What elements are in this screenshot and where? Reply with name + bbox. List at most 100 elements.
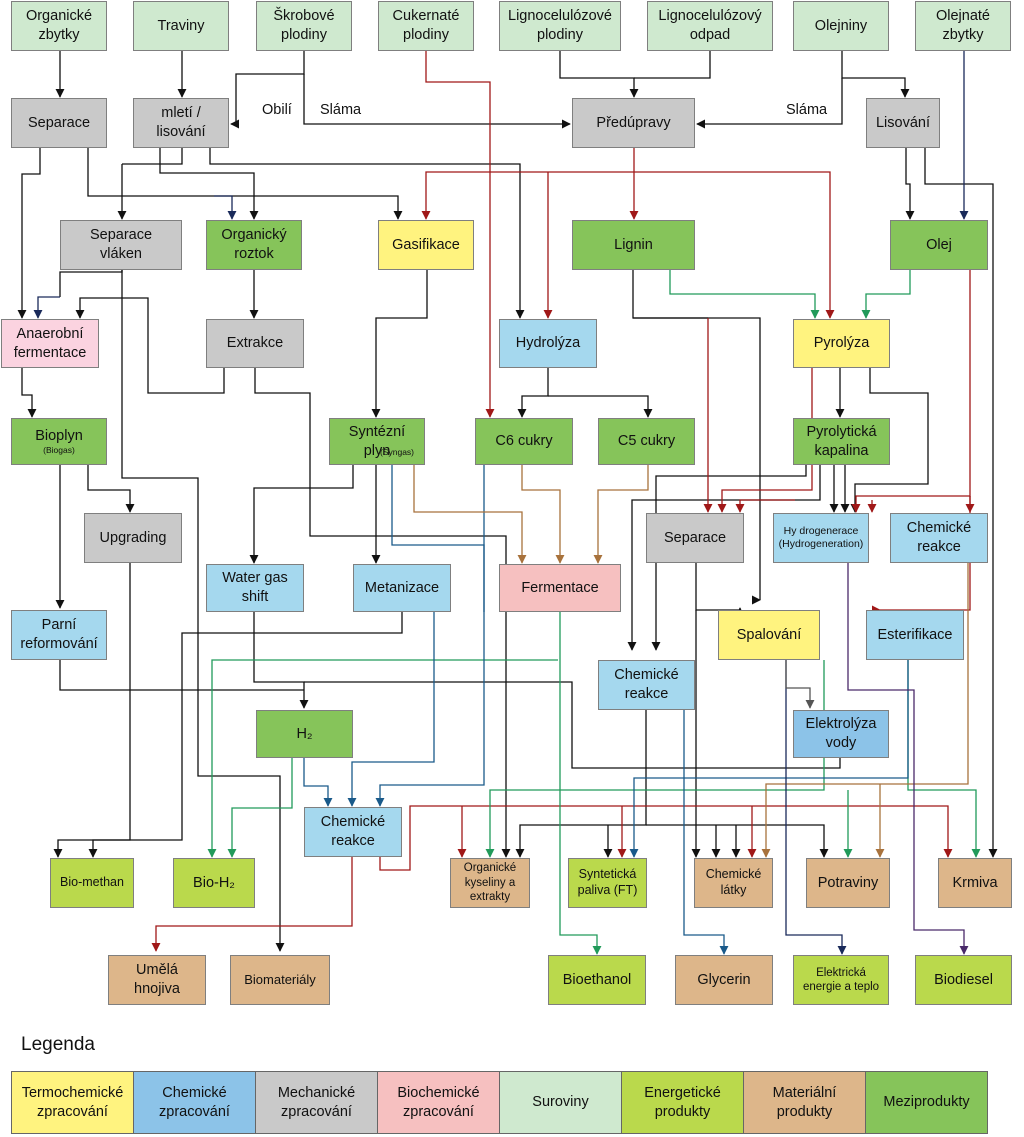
legend-item-biochemicke: Biochemické zpracování [378, 1072, 500, 1133]
edge [785, 660, 847, 955]
node-label: Biomateriály [244, 971, 316, 987]
node-label: Extrakce [226, 335, 284, 352]
node-olejniny: Olejniny [793, 1, 889, 51]
node-esterifikace: Esterifikace [866, 610, 964, 660]
node-label: Elektrolýza vody [805, 716, 877, 751]
node-organicke-kyseliny: Organické kyseliny a extrakty [450, 858, 530, 908]
node-upgrading: Upgrading [84, 513, 182, 563]
edge [87, 465, 135, 513]
edge [761, 563, 969, 858]
node-h2: H₂ [256, 710, 353, 758]
node-chemicke-reakce-1: Chemické reakce [890, 513, 988, 563]
edge [907, 660, 981, 858]
edge [413, 465, 527, 564]
node-label: Hydrolýza [515, 335, 581, 352]
node-synteticka-paliva: Syntetická paliva (FT) [568, 858, 647, 908]
edge [924, 148, 998, 858]
legend: Termochemické zpracování Chemické zpraco… [11, 1071, 988, 1134]
node-cukernate-plodiny: Cukernaté plodiny [378, 1, 474, 51]
edge [214, 195, 237, 220]
edge [634, 51, 711, 79]
edge-label-obili: Obilí [262, 102, 292, 118]
node-label: Elektrická energie a teplo [802, 966, 880, 993]
edge [249, 465, 354, 564]
node-bioplyn: Bioplyn (Biogas) [11, 418, 107, 465]
edge [17, 148, 41, 319]
edge [304, 681, 841, 769]
edge [669, 270, 820, 319]
edge [227, 758, 293, 858]
node-sublabel: (Biogas) [43, 445, 75, 456]
edge [122, 148, 183, 165]
node-label: Lignocelulózový odpad [658, 8, 762, 43]
node-pyrolyticka-kapalina: Pyrolytická kapalina [793, 418, 890, 465]
edge [75, 297, 225, 394]
edge [735, 499, 795, 513]
node-gasifikace: Gasifikace [378, 220, 474, 270]
node-label: Olejnaté zbytky [935, 8, 990, 43]
edge [375, 465, 485, 807]
node-anaerobni-fermentace: Anaerobní fermentace [1, 319, 99, 368]
node-bio-h2: Bio-H₂ [173, 858, 255, 908]
edge [421, 171, 634, 220]
node-label: Lignocelulózové plodiny [508, 8, 612, 43]
node-label: Separace [27, 114, 91, 131]
edge [683, 710, 729, 955]
edge-label-slama-right: Sláma [786, 102, 828, 118]
node-chemicke-reakce-3: Chemické reakce [304, 807, 402, 857]
node-elektrolyza-vody: Elektrolýza vody [793, 710, 889, 758]
edge [371, 270, 428, 418]
edge [629, 660, 909, 858]
node-traviny: Traviny [133, 1, 229, 51]
node-umela-hnojiva: Umělá hnojiva [108, 955, 206, 1005]
node-label: Umělá hnojiva [134, 962, 180, 997]
node-label: Parní reformování [20, 617, 98, 652]
edge [253, 612, 309, 709]
edge [87, 148, 403, 220]
node-label: Hy drogenerace (Hydrogeneration) [778, 524, 864, 550]
node-label: Pyrolýza [813, 335, 870, 352]
node-hydrogenerace: Hy drogenerace (Hydrogeneration) [773, 513, 869, 563]
node-spalovani: Spalování [718, 610, 820, 660]
node-label: Předúpravy [596, 114, 671, 131]
node-syntezni-plyn: Syntézní plyn (Syngas) [329, 418, 425, 465]
legend-item-suroviny: Suroviny [500, 1072, 622, 1133]
node-label: Spalování [736, 626, 802, 643]
node-separace-2: Separace [646, 513, 744, 563]
node-label: Potraviny [817, 874, 879, 891]
legend-label: Mechanické zpracování [277, 1084, 356, 1120]
edge [517, 368, 549, 418]
node-fermentace: Fermentace [499, 564, 621, 612]
node-label: Upgrading [99, 529, 167, 546]
edge [347, 612, 435, 807]
node-lignocelulozove-plodiny: Lignocelulózové plodiny [499, 1, 621, 51]
legend-label: Termochemické zpracování [21, 1084, 124, 1120]
node-label: H₂ [296, 725, 313, 742]
node-mleti-lisovani: mletí / lisování [133, 98, 229, 148]
node-organicke-zbytky: Organické zbytky [11, 1, 107, 51]
node-label: Separace [663, 529, 727, 546]
node-organicky-roztok: Organický roztok [206, 220, 302, 270]
legend-label: Materiální produkty [772, 1084, 837, 1120]
node-label: Metanizace [364, 579, 440, 596]
node-biomaterialy: Biomateriály [230, 955, 330, 1005]
node-lignin: Lignin [572, 220, 695, 270]
node-parni-reformovani: Parní reformování [11, 610, 107, 660]
edge [559, 612, 602, 955]
edge [88, 563, 131, 858]
edge [303, 758, 333, 807]
node-label: Esterifikace [877, 626, 953, 643]
edge [53, 612, 403, 858]
legend-item-chemicke: Chemické zpracování [134, 1072, 256, 1133]
node-label: Krmiva [952, 874, 998, 891]
node-label: Olejniny [814, 17, 868, 34]
node-label: Gasifikace [392, 236, 460, 253]
node-pyrolyza: Pyrolýza [793, 319, 890, 368]
edge [841, 51, 910, 98]
edge [785, 660, 815, 709]
node-predupravy: Předúpravy [572, 98, 695, 148]
node-label: Pyrolytická kapalina [806, 423, 877, 459]
edge [159, 148, 259, 220]
legend-label: Energetické produkty [644, 1084, 721, 1120]
edge [905, 148, 915, 220]
